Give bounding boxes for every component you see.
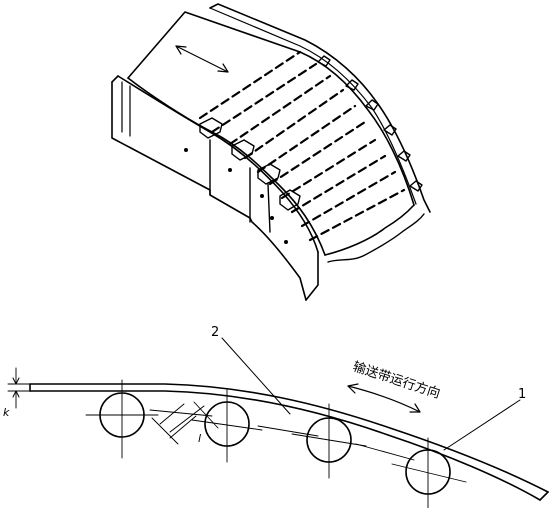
left-frame-outer — [111, 81, 307, 301]
right-side-rail-inner — [209, 7, 417, 205]
belt-torn-edge — [327, 213, 425, 263]
belt-width-arrowhead-a — [175, 45, 187, 55]
left-frame-front-vertical — [111, 75, 119, 83]
leader-line-1 — [443, 399, 521, 451]
right-side-rail — [209, 3, 431, 213]
belt-width-arrow — [175, 45, 229, 73]
idler-rollers — [99, 392, 451, 495]
direction-arrowhead-right — [409, 403, 421, 413]
roller-dashed-lines — [198, 50, 406, 242]
l-dimension-lines — [151, 401, 219, 445]
frame-bolt-holes — [184, 148, 288, 244]
k-dimension-lines — [7, 367, 31, 409]
left-frame-end — [305, 251, 319, 301]
belt-upper-line — [29, 383, 549, 493]
frame-panel-divider-3 — [267, 183, 271, 233]
dimension-l: l — [198, 432, 201, 445]
k-dimension-arrows — [12, 377, 20, 398]
left-frame-top-edge — [117, 75, 319, 253]
left-bracket-blocks — [199, 117, 301, 211]
roller-center-lines — [85, 379, 467, 508]
isometric-curved-frame — [111, 3, 431, 301]
callout-2: 2 — [211, 325, 219, 340]
dimension-k: k — [3, 406, 10, 419]
l-dimension-arrow — [169, 405, 205, 433]
belt-direction-label: 输送带运行方向 — [351, 359, 443, 402]
callout-1: 1 — [518, 387, 526, 402]
direction-arrowhead-left — [347, 383, 359, 394]
frame-inner-lip — [121, 81, 131, 137]
belt-surface-near-edge — [324, 204, 415, 256]
right-bracket-teeth — [317, 55, 423, 192]
belt-surface-left-edge — [127, 77, 326, 256]
radial-lines — [149, 409, 415, 461]
side-view-schematic — [7, 337, 549, 508]
belt-right-end — [539, 491, 549, 501]
leader-line-2 — [221, 337, 291, 415]
direction-arrow — [347, 385, 421, 413]
belt-surface-far-edge — [127, 11, 415, 206]
belt-width-arrowhead-b — [217, 63, 229, 73]
belt-lower-line — [29, 390, 541, 501]
